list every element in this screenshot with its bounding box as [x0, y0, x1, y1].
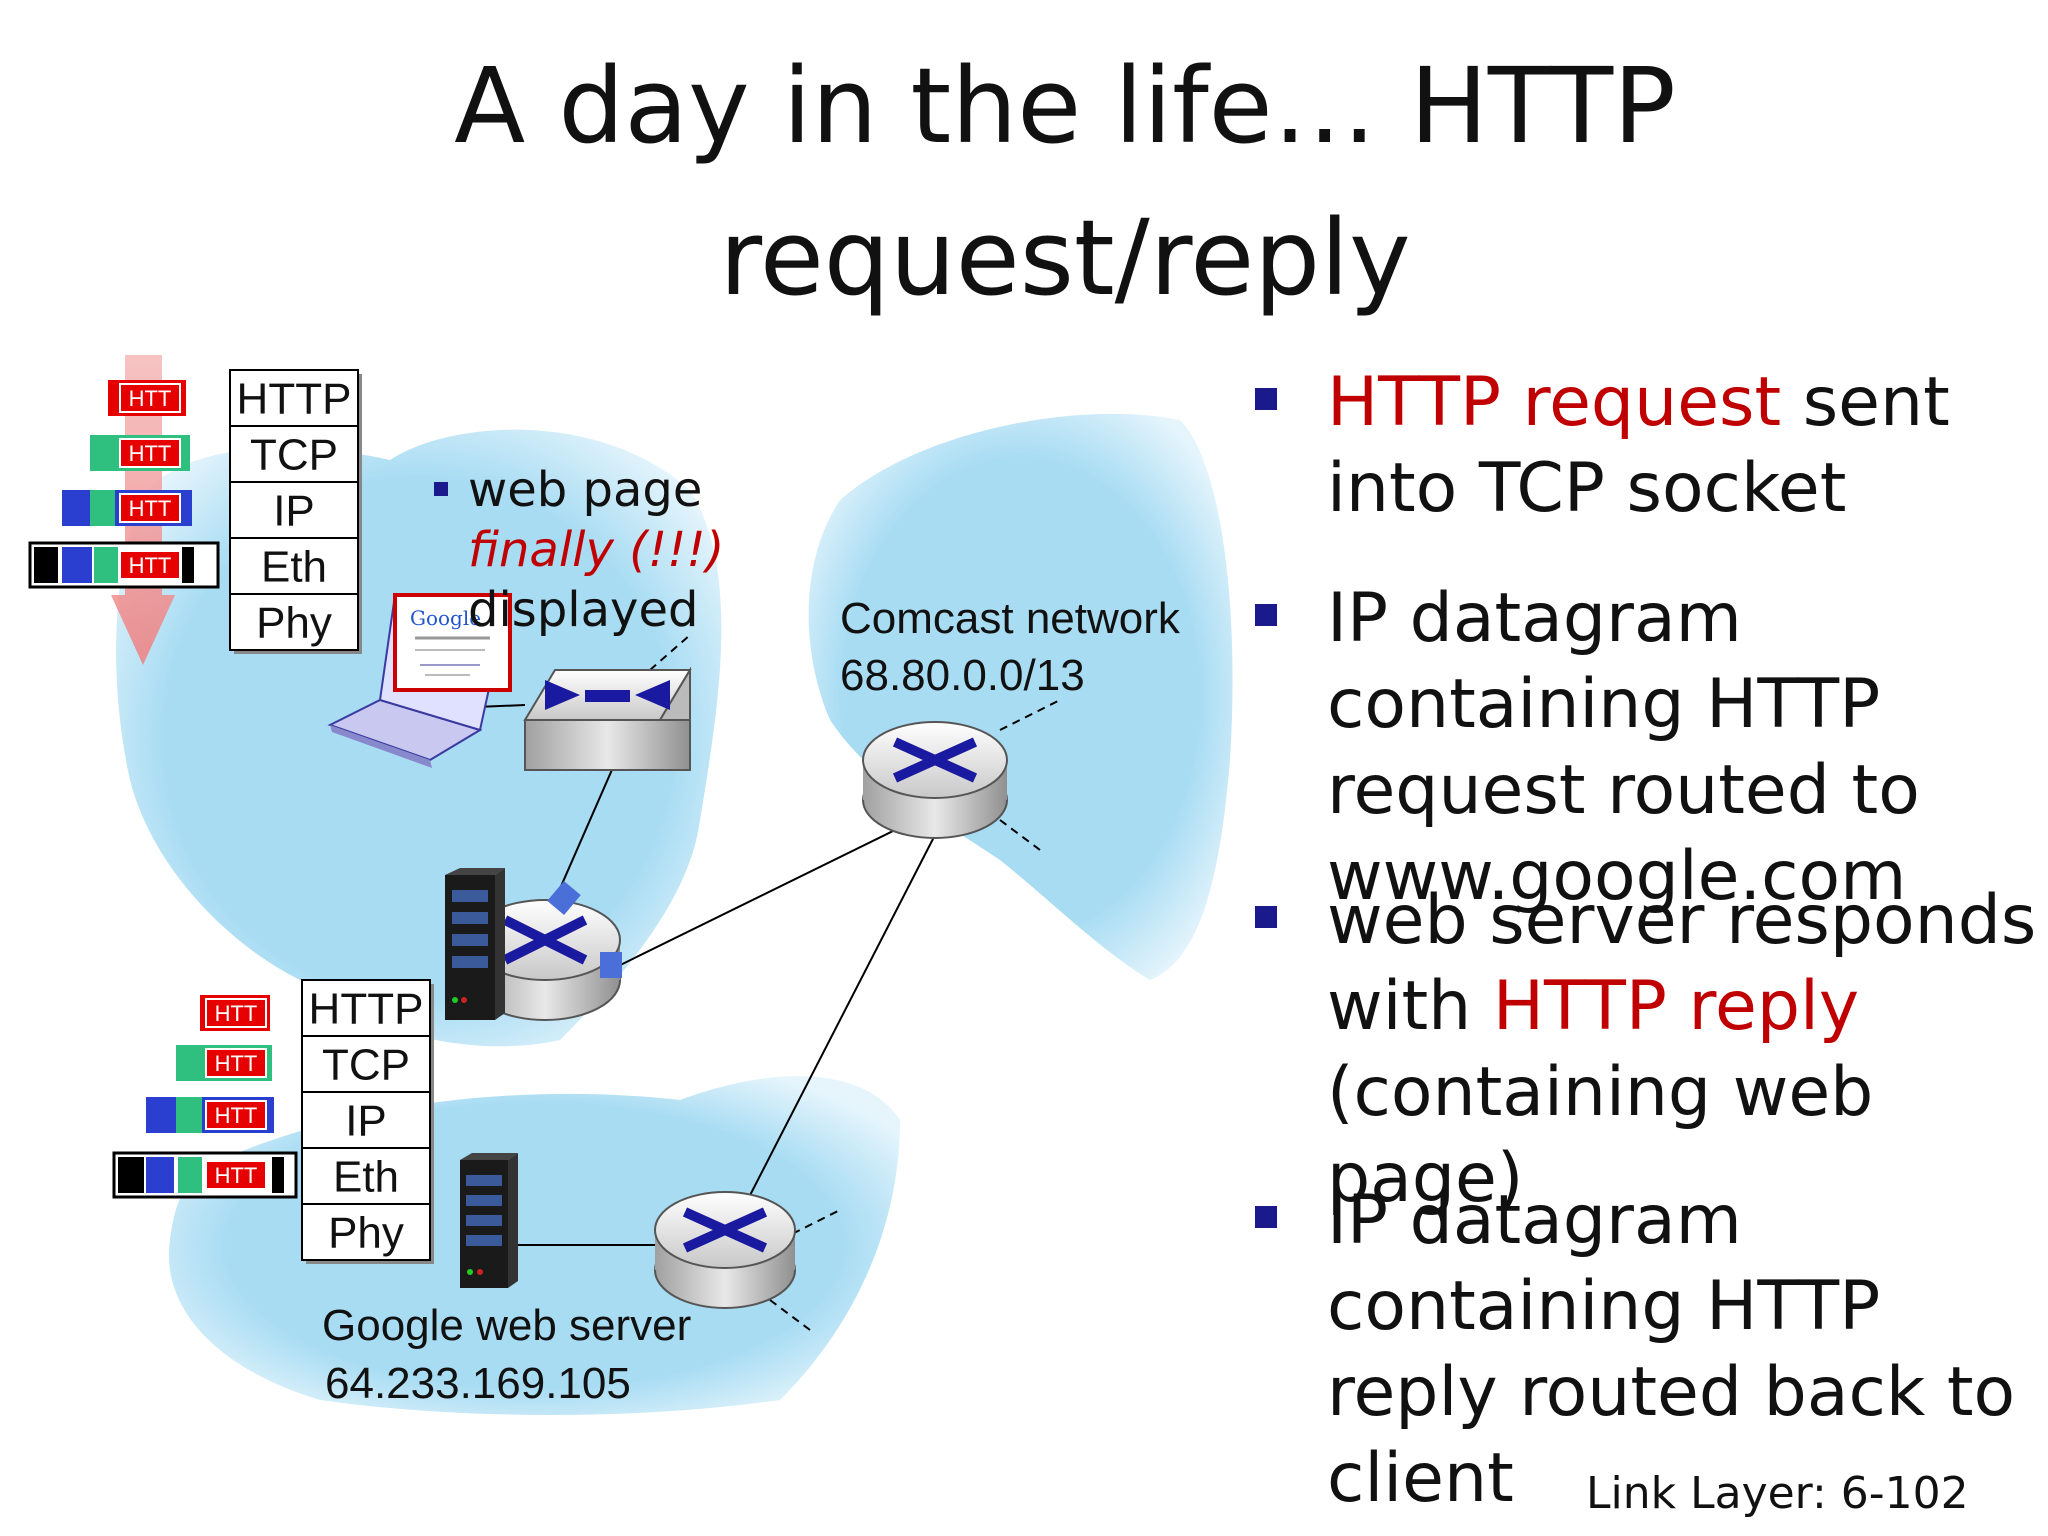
note-line-3: displayed [468, 582, 699, 638]
http-tag-label: HTT [129, 553, 172, 578]
bullet-marker [1255, 1206, 1277, 1228]
packet-header [34, 547, 58, 583]
comcast-network-prefix: 68.80.0.0/13 [840, 651, 1085, 700]
stack-layer-label: IP [273, 487, 315, 536]
server-encapsulation-packets: HTT HTT HTT HTT [112, 995, 298, 1199]
bullet-text: IP datagram containing HTTP request rout… [1327, 579, 1920, 916]
stack-layer-box [229, 425, 359, 483]
packet-header [272, 1157, 284, 1193]
stack-layer-label: IP [345, 1097, 387, 1146]
http-tag-label: HTT [215, 1163, 258, 1188]
bullet-marker [1255, 388, 1277, 410]
comcast-network-name: Comcast network [840, 594, 1181, 643]
dhcp-server-rack [445, 868, 505, 1020]
google-server-ip: 64.233.169.105 [325, 1359, 631, 1408]
http-message-tag [119, 550, 181, 580]
stack-layer-label: Phy [256, 599, 332, 648]
stack-layer-box [229, 593, 359, 651]
packet-header [62, 547, 92, 583]
stack-layer-label: Phy [328, 1209, 404, 1258]
stack-layer-box [301, 1091, 431, 1149]
packet-header [182, 547, 194, 583]
stack-layer-box [229, 481, 359, 539]
packet-header [178, 1157, 202, 1193]
http-message-tag [119, 383, 181, 413]
slide-title: A day in the life… HTTP request/reply [0, 30, 2048, 334]
stack-layer-label: TCP [322, 1041, 410, 1090]
title-line-1: A day in the life… HTTP [454, 45, 1676, 167]
packet-header [176, 1097, 202, 1133]
bullet-text: HTTP request sent into TCP socket [1327, 363, 1950, 528]
note-line-1: web page [468, 462, 703, 518]
http-message-tag [205, 998, 267, 1028]
google-logo: Google [410, 606, 481, 630]
packet-header [146, 1157, 174, 1193]
http-message-tag [205, 1048, 267, 1078]
stack-layer-label: Eth [333, 1153, 399, 1202]
google-router [654, 1191, 796, 1309]
bullet-marker [1255, 604, 1277, 626]
bullet-text: web server responds with HTTP reply (con… [1327, 881, 2037, 1218]
http-tag-label: HTT [215, 1103, 258, 1128]
browser-window: Google [393, 593, 512, 692]
http-message-tag [119, 438, 181, 468]
http-message-tag [205, 1100, 267, 1130]
client-encapsulation-packets: HTT HTT HTT HTT [28, 380, 220, 589]
comcast-router [862, 721, 1008, 839]
comcast-network-cloud [808, 413, 1233, 981]
http-tag-label: HTT [129, 441, 172, 466]
http-tag-label: HTT [129, 496, 172, 521]
http-tag-label: HTT [215, 1001, 258, 1026]
stack-layer-label: TCP [250, 431, 338, 480]
http-tag-label: HTT [129, 386, 172, 411]
http-tag-label: HTT [215, 1051, 258, 1076]
ethernet-switch [523, 666, 692, 771]
slide-footer: Link Layer: 6-102 [1586, 1468, 1969, 1519]
google-server-rack [460, 1153, 518, 1288]
bullet-text: IP datagram containing HTTP reply routed… [1327, 1181, 2016, 1518]
packet-header [94, 547, 118, 583]
bullet-marker [1255, 906, 1277, 928]
note-line-2: finally (!!!) [468, 522, 725, 578]
title-line-2: request/reply [719, 197, 1411, 319]
packet-header [118, 1157, 144, 1193]
http-message-tag [119, 493, 181, 523]
http-message-tag [205, 1160, 267, 1190]
stack-layer-label: HTTP [309, 985, 424, 1034]
stack-layer-box [301, 1147, 431, 1205]
stack-layer-box [229, 369, 359, 427]
google-server-name: Google web server [322, 1301, 691, 1350]
stack-layer-label: Eth [261, 543, 327, 592]
packet-header [90, 490, 115, 526]
stack-layer-box [301, 1203, 431, 1261]
stack-layer-label: HTTP [237, 375, 352, 424]
note-bullet-marker [434, 482, 448, 496]
